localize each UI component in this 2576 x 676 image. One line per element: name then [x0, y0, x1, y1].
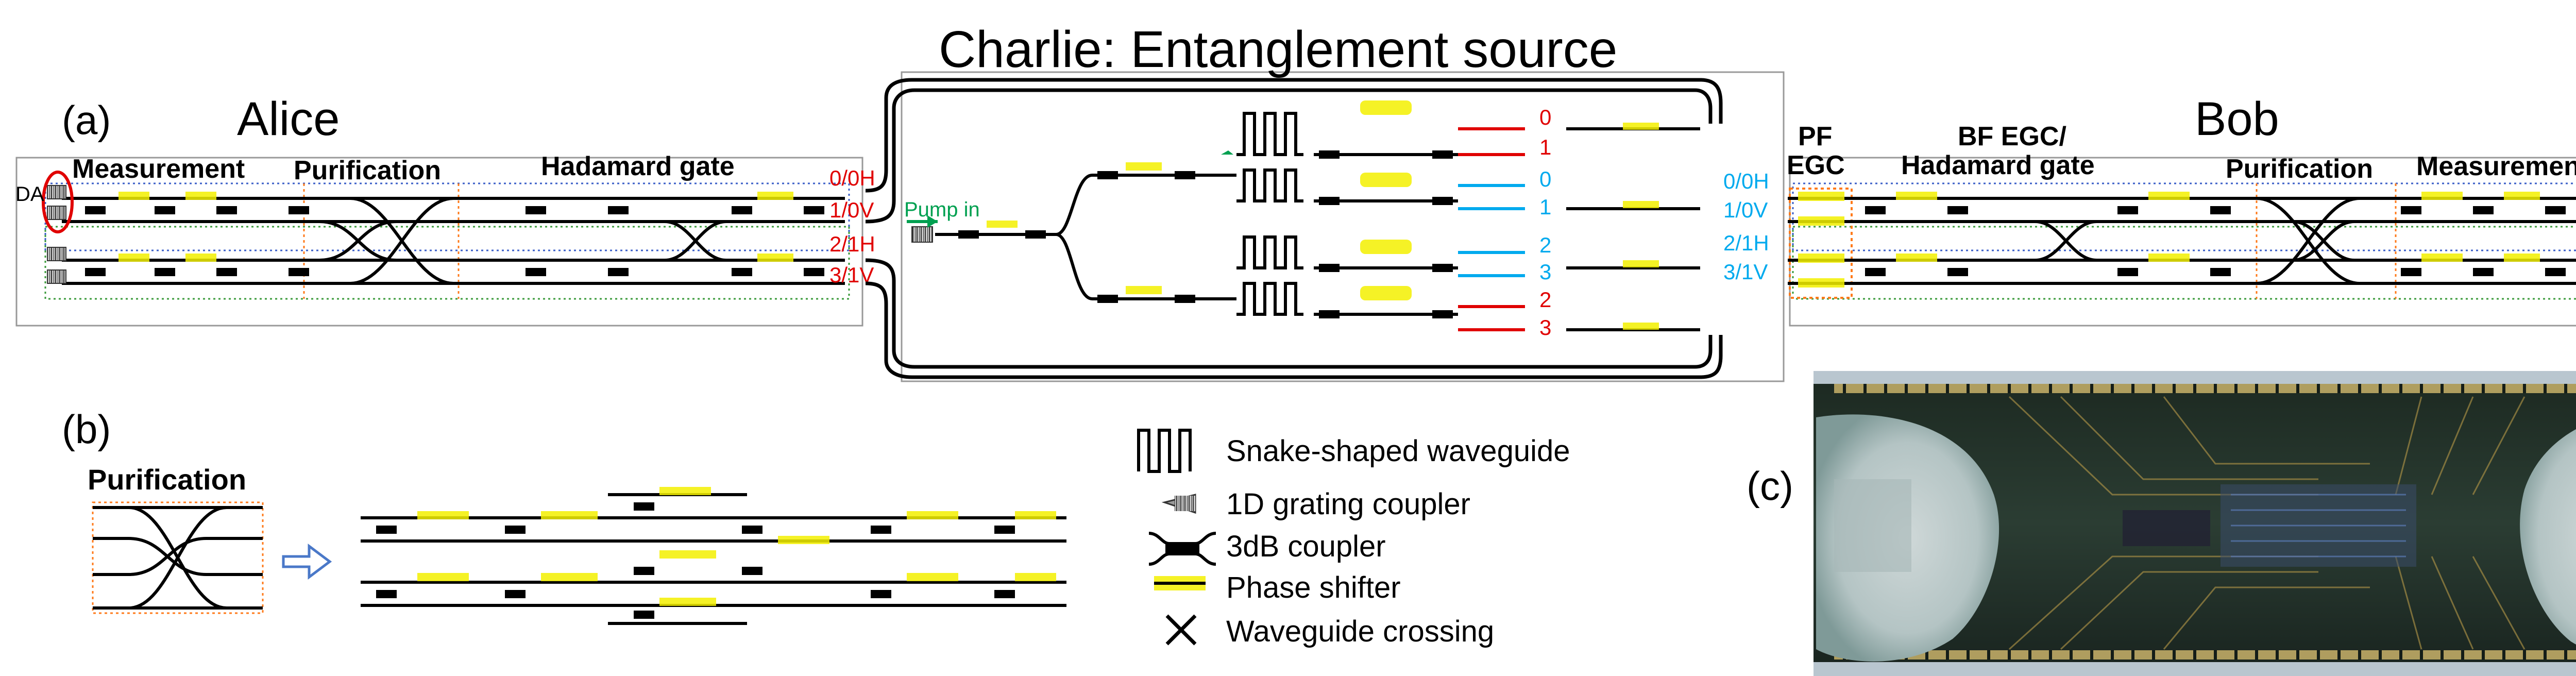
purification-crossings [93, 506, 263, 610]
charlie-title: Charlie: Entanglement source [939, 21, 1617, 78]
panel-b: (b) Purification [62, 407, 1066, 625]
alice-frame [15, 157, 863, 327]
alice-port-0: 0/0H [829, 166, 875, 190]
chip-photo [1814, 371, 2576, 676]
legend-grating-label: 1D grating coupler [1226, 487, 1470, 521]
bob-egc-label: EGC [1787, 150, 1845, 180]
charlie-blue-0: 0 [1539, 167, 1551, 191]
arrow-right-icon [282, 544, 332, 580]
bob-block: Bob DB PF EGC BF EGC/ Hadamard gate Puri… [1723, 93, 2576, 327]
alice-bottom-lane [44, 226, 850, 300]
legend: Snake-shaped waveguide 1D grating couple… [1137, 429, 1570, 648]
alice-section-purification: Purification [294, 156, 441, 185]
alice-detector-label: DA [15, 183, 44, 206]
snake-waveguides [1236, 112, 1303, 316]
legend-phase-label: Phase shifter [1226, 571, 1401, 604]
legend-crossing-label: Waveguide crossing [1226, 615, 1494, 648]
charlie-red-1: 1 [1539, 135, 1551, 159]
charlie-red-0: 0 [1539, 105, 1551, 129]
charlie-red-3: 3 [1539, 315, 1551, 340]
bob-section-purification: Purification [2226, 154, 2373, 184]
bob-bf-egc-label: BF EGC/ [1958, 122, 2066, 151]
bob-pf-label: PF [1798, 122, 1832, 151]
charlie-block: Charlie: Entanglement source Pump in [865, 21, 1785, 382]
alice-title: Alice [237, 93, 340, 145]
bob-section-measurement: Measurement [2416, 151, 2576, 181]
snake-waveguide-icon [1137, 429, 1192, 473]
panel-b-title: Purification [88, 463, 246, 496]
phase-shifter-icon [1154, 576, 1206, 590]
coupler-3db-icon [1148, 532, 1216, 566]
bob-port-2: 2/1H [1723, 231, 1769, 255]
grating-coupler-icon [1161, 494, 1196, 514]
charlie-red-2: 2 [1539, 288, 1551, 312]
bob-hadamard-label: Hadamard gate [1901, 150, 2095, 180]
bob-frame [1789, 157, 2576, 327]
alice-top-lane [44, 182, 850, 251]
charlie-blue-1: 1 [1539, 195, 1551, 219]
alice-section-hadamard: Hadamard gate [541, 151, 735, 181]
panel-b-label: (b) [62, 407, 111, 452]
legend-coupler-label: 3dB coupler [1226, 530, 1386, 563]
waveguide-crossing-icon [1165, 614, 1197, 646]
alice-block: (a) Alice DA Measurement Purification Ha… [15, 93, 875, 327]
alice-port-1: 1/0V [829, 198, 874, 222]
legend-snake-label: Snake-shaped waveguide [1226, 434, 1570, 468]
right-epoxy-blob [2520, 429, 2576, 645]
pump-in-label: Pump in [904, 198, 980, 221]
alice-section-measurement: Measurement [72, 154, 245, 184]
bob-port-0: 0/0H [1723, 169, 1769, 193]
bob-port-1: 1/0V [1723, 198, 1768, 222]
alice-detector-ring [42, 171, 74, 233]
bob-pf-egc-box [1789, 188, 1853, 299]
alice-port-2: 2/1H [829, 232, 875, 256]
bob-title: Bob [2195, 93, 2279, 145]
charlie-blue-3: 3 [1539, 260, 1551, 284]
panel-c-label: (c) [1747, 463, 1793, 509]
charlie-blue-2: 2 [1539, 233, 1551, 257]
charlie-frame [901, 71, 1785, 382]
bob-port-3: 3/1V [1723, 260, 1768, 284]
panel-a-label: (a) [62, 97, 111, 143]
panel-c: (c) [1747, 371, 2576, 676]
